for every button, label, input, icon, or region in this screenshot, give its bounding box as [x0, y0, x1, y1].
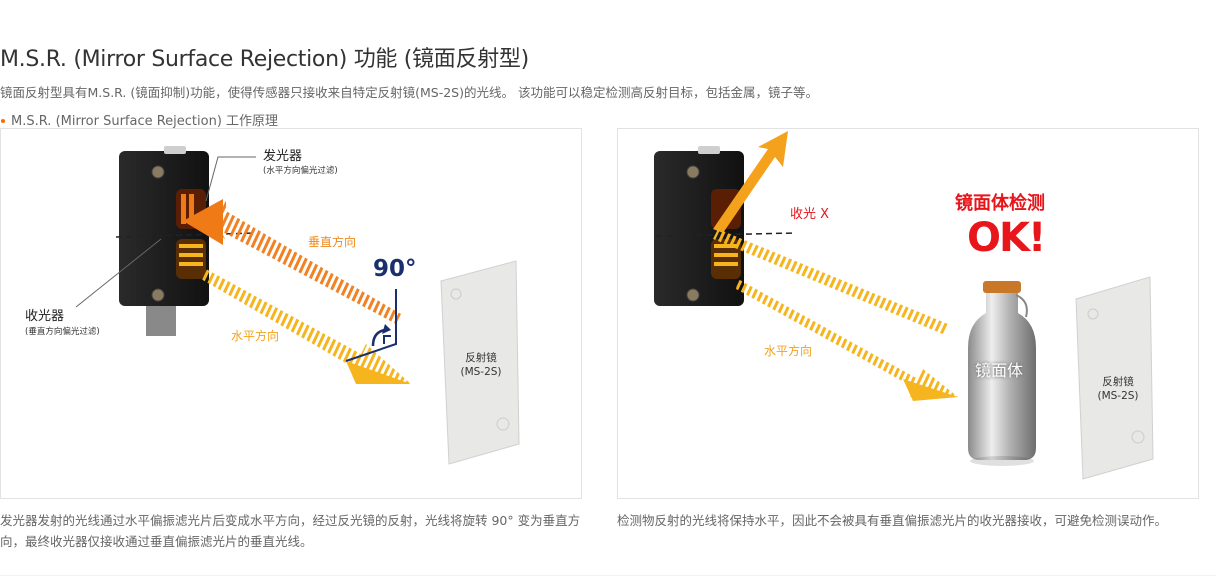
- mirror-model: (MS-2S): [1097, 390, 1139, 402]
- angle-label: 90°: [373, 256, 417, 282]
- page-title: M.S.R. (Mirror Surface Rejection) 功能 (镜面…: [0, 47, 529, 72]
- receiver-sub-label: (垂直方向偏光过滤): [25, 327, 100, 337]
- diagram-left-graphic: [75, 146, 520, 465]
- ok-label: OK!: [967, 215, 1046, 261]
- bottle-object: [968, 281, 1036, 466]
- mirror-name: 反射镜: [1102, 376, 1134, 388]
- intro-text: 镜面反射型具有M.S.R. (镜面抑制)功能，使得传感器只接收来自特定反射镜(M…: [0, 85, 818, 100]
- section-subtitle: M.S.R. (Mirror Surface Rejection) 工作原理: [0, 110, 278, 129]
- bottom-divider: [0, 575, 1216, 576]
- no-receive-label: 收光 X: [790, 207, 830, 222]
- horizontal-direction-label: 水平方向: [231, 329, 280, 343]
- caption-right: 检测物反射的光线将保持水平，因此不会被具有垂直偏振滤光片的收光器接收，可避免检测…: [617, 513, 1168, 528]
- bullet-dot-icon: [1, 118, 5, 123]
- diagram-mirror-object-detection: 收光 X 水平方向 镜面体检测 OK! 镜面体 反射镜 (MS-2S): [617, 128, 1199, 499]
- reflector-plate: [440, 260, 520, 465]
- horizontal-direction-label: 水平方向: [764, 344, 813, 358]
- object-label: 镜面体: [975, 361, 1024, 380]
- caption-left: 发光器发射的光线通过水平偏振滤光片后变成水平方向，经过反光镜的反射，光线将旋转 …: [0, 513, 581, 549]
- emitter-label: 发光器: [263, 149, 303, 164]
- mirror-model: (MS-2S): [460, 366, 502, 378]
- emitter-sub-label: (水平方向偏光过滤): [263, 166, 338, 176]
- mirror-label: 反射镜 (MS-2S): [1093, 375, 1143, 403]
- diagram-msr-principle: 发光器 (水平方向偏光过滤) 收光器 (垂直方向偏光过滤) 垂直方向 水平方向 …: [0, 128, 582, 499]
- receiver-label: 收光器: [25, 309, 65, 324]
- section-subtitle-text: M.S.R. (Mirror Surface Rejection) 工作原理: [11, 114, 279, 129]
- reflector-plate: [1075, 276, 1154, 480]
- mirror-detect-label: 镜面体检测: [955, 193, 1045, 214]
- mirror-name: 反射镜: [465, 352, 497, 364]
- mirror-label: 反射镜 (MS-2S): [456, 351, 506, 379]
- diagram-right-graphic: [654, 131, 1154, 480]
- vertical-direction-label: 垂直方向: [308, 235, 357, 249]
